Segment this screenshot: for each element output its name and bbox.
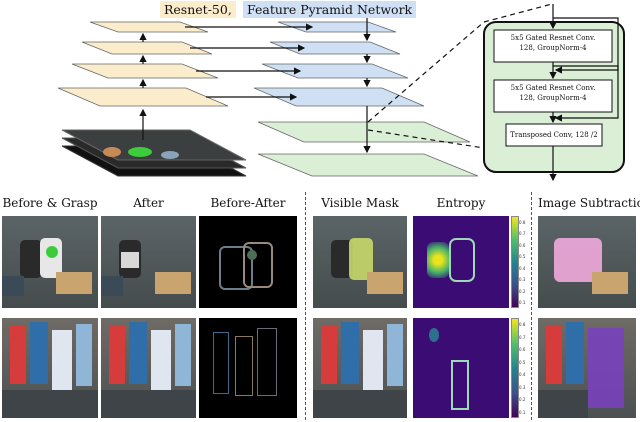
fpn-layers: [253, 21, 425, 107]
row1-entropy-colorbar: [511, 216, 519, 308]
row1-colorbar-tick: 0.7: [519, 231, 526, 237]
head-output-layers: [257, 121, 479, 177]
row1-colorbar-tick: 0.6: [519, 242, 526, 248]
row2-after-image: [101, 318, 196, 418]
col-label-before-after: Before-After: [210, 196, 286, 210]
separator-right: [531, 192, 532, 420]
gated-conv-1: 5x5 Gated Resnet Conv. 128, GroupNorm-4: [510, 34, 596, 52]
row1-colorbar-tick: 0.2: [519, 288, 526, 294]
row1-after-image: [101, 216, 196, 308]
row2-colorbar-tick: 0.4: [519, 372, 526, 378]
col-label-entropy: Entropy: [436, 196, 486, 210]
zoom-lines: [367, 3, 553, 149]
row2-before-grasp-image: [2, 318, 98, 418]
row1-colorbar-tick: 0.4: [519, 265, 526, 271]
row1-visible-mask-image: [313, 216, 407, 308]
col-label-image-subtraction: Image Subtraction: [538, 196, 640, 210]
row2-colorbar-tick: 0.5: [519, 359, 526, 365]
col-label-visible-mask: Visible Mask: [321, 196, 399, 210]
row2-colorbar-tick: 0.6: [519, 347, 526, 353]
row1-before-grasp-image: [2, 216, 98, 308]
separator-left: [305, 192, 306, 420]
row1-before-after-image: [199, 216, 297, 308]
col-label-before-grasp: Before & Grasp: [2, 196, 98, 210]
architecture-diagram: [57, 3, 625, 182]
row2-entropy-image: [413, 318, 509, 418]
col-label-after: After: [133, 196, 164, 210]
row2-before-after-image: [199, 318, 297, 418]
row2-entropy-colorbar: [511, 318, 519, 418]
row2-colorbar-tick: 0.2: [519, 397, 526, 403]
row1-colorbar-tick: 0.3: [519, 277, 526, 283]
row2-image-subtraction-image: [538, 318, 636, 418]
row2-colorbar-tick: 0.3: [519, 384, 526, 390]
fpn-title: Feature Pyramid Network: [243, 1, 417, 18]
backbone-layers: [57, 21, 229, 107]
row1-entropy-image: [413, 216, 509, 308]
row1-image-subtraction-image: [538, 216, 636, 308]
input-image-stack: [61, 129, 247, 177]
row2-colorbar-tick: 0.7: [519, 334, 526, 340]
row1-colorbar-tick: 0.1: [519, 300, 526, 305]
row2-colorbar-tick: 0.8: [519, 322, 526, 327]
gated-conv-2: 5x5 Gated Resnet Conv. 128, GroupNorm-4: [510, 84, 596, 102]
row2-visible-mask-image: [313, 318, 407, 418]
transposed-conv: Transposed Conv, 128 /2: [510, 131, 598, 139]
lateral-arrows: [185, 23, 314, 101]
row2-colorbar-tick: 0.1: [519, 410, 526, 415]
head-block: [483, 4, 625, 182]
backbone-title: Resnet-50,: [160, 1, 236, 18]
row1-colorbar-tick: 0.5: [519, 254, 526, 260]
row1-colorbar-tick: 0.8: [519, 220, 526, 225]
